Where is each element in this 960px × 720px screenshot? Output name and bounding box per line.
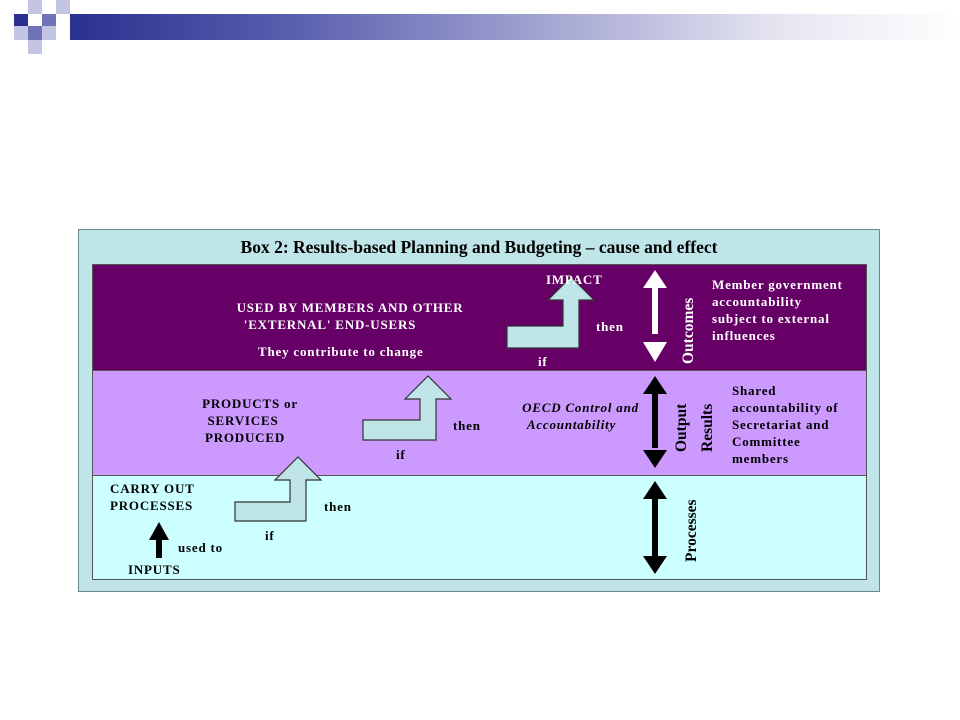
header-square [42, 14, 56, 26]
diagram-box: Box 2: Results-based Planning and Budget… [78, 229, 880, 592]
header-square [14, 14, 28, 26]
outcomes-note-line: subject to external [712, 311, 830, 326]
processes-main-line2: PROCESSES [110, 498, 194, 513]
processes-main-text: CARRY OUT PROCESSES [110, 480, 195, 514]
step-arrow-processes [234, 456, 323, 522]
outputs-main-line3: PRODUCED [204, 430, 286, 445]
header-square [28, 40, 42, 54]
outcomes-side-label: Outcomes [680, 297, 697, 364]
outputs-main-line1: PRODUCTS or [202, 396, 298, 411]
outcomes-if-label: if [538, 354, 548, 369]
outputs-double-arrow [643, 376, 667, 468]
slide-header-decoration [0, 0, 960, 60]
step-arrow-outcomes [506, 276, 596, 349]
outputs-main-line2: SERVICES [207, 413, 279, 428]
outcomes-note-line: influences [712, 328, 776, 343]
outputs-note-line: Shared [732, 383, 777, 398]
step-arrow-outputs [362, 375, 453, 441]
outputs-note-line: Committee [732, 434, 801, 449]
header-square [56, 0, 70, 14]
outputs-band [92, 370, 867, 476]
outputs-note-line: accountability of [732, 400, 839, 415]
header-square [42, 26, 56, 40]
processes-band [92, 475, 867, 580]
processes-main-line1: CARRY OUT [110, 481, 195, 496]
used-to-label: used to [178, 540, 223, 555]
outcomes-note: Member government accountability subject… [712, 276, 843, 344]
outcomes-note-line: accountability [712, 294, 802, 309]
header-gradient-stripe [70, 14, 960, 40]
impact-label: IMPACT [546, 272, 603, 287]
processes-double-arrow [643, 481, 667, 574]
outputs-note-line: members [732, 451, 789, 466]
oecd-line1: OECD Control and [522, 400, 639, 415]
outcomes-sub-text: They contribute to change [258, 344, 424, 359]
oecd-control-text: OECD Control and Accountability [508, 399, 653, 433]
inputs-up-arrow [149, 522, 169, 558]
output-side-label: Output [673, 403, 690, 452]
inputs-label: INPUTS [128, 562, 181, 577]
outcomes-then-label: then [596, 319, 624, 334]
outputs-main-text: PRODUCTS or SERVICES PRODUCED [180, 395, 320, 446]
processes-if-label: if [265, 528, 275, 543]
header-square [28, 26, 42, 40]
diagram-title: Box 2: Results-based Planning and Budget… [240, 237, 718, 257]
outcomes-main-text: USED BY MEMBERS AND OTHER 'EXTERNAL' END… [200, 299, 500, 333]
outputs-if-label: if [396, 447, 406, 462]
oecd-line2: Accountability [526, 417, 617, 432]
processes-then-label: then [324, 499, 352, 514]
outputs-note-line: Secretariat and [732, 417, 830, 432]
outputs-then-label: then [453, 418, 481, 433]
outcomes-main-line2: 'EXTERNAL' END-USERS [243, 317, 417, 332]
outcomes-note-line: Member government [712, 277, 843, 292]
results-side-label: Results [699, 403, 716, 452]
outcomes-band [92, 264, 867, 371]
outcomes-double-arrow [643, 270, 667, 362]
header-square [28, 0, 42, 14]
outputs-note: Shared accountability of Secretariat and… [732, 382, 838, 467]
outcomes-main-line1: USED BY MEMBERS AND OTHER [236, 300, 464, 315]
header-square [14, 26, 28, 40]
processes-side-label: Processes [683, 499, 700, 562]
